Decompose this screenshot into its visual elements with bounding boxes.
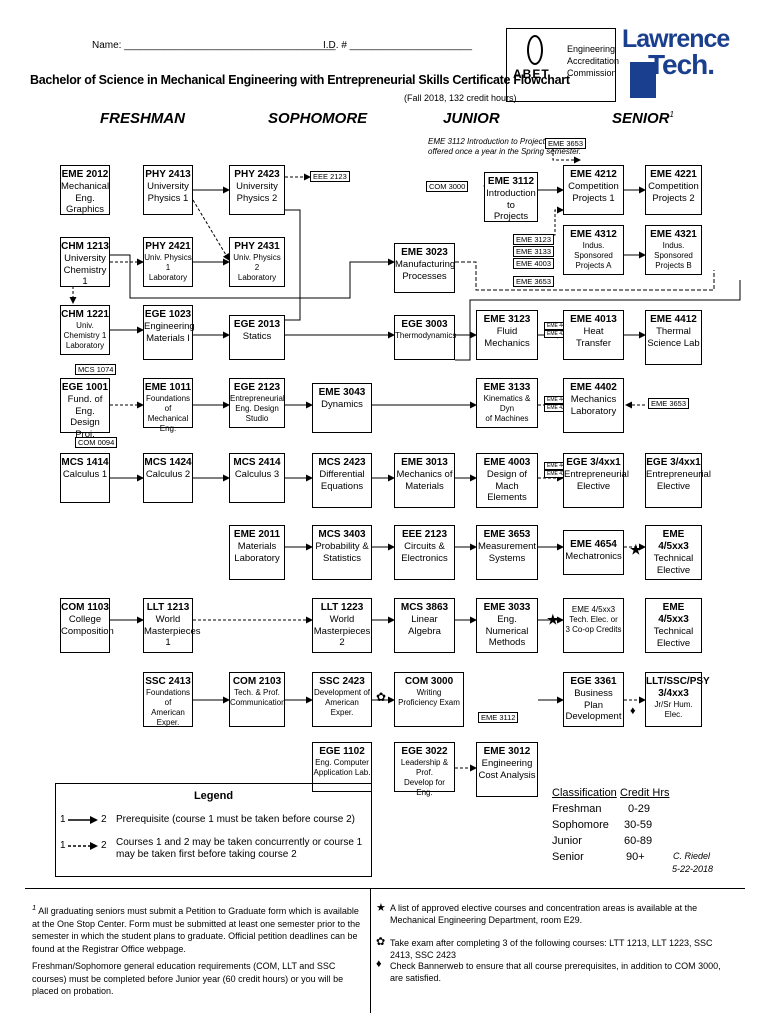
legend: Legend 1 2 Prerequisite (course 1 must b… [55, 783, 372, 877]
footer-note-gened: Freshman/Sophomore general education req… [32, 961, 344, 996]
abet-ring-icon [527, 35, 543, 65]
page-title: Bachelor of Science in Mechanical Engine… [30, 73, 570, 87]
footer-divider [370, 888, 371, 1013]
clover-icon: ✿ [376, 690, 387, 704]
tag-com0094: COM 0094 [75, 437, 118, 448]
tag-eme3653-note: EME 3653 [545, 138, 587, 149]
id-field[interactable]: I.D. # ______________________ [323, 40, 473, 51]
star-icon: ★ [630, 542, 642, 557]
tag-eme3653-b: EME 3653 [648, 398, 690, 409]
star-icon: ★ [376, 902, 386, 914]
star-icon: ★ [547, 612, 559, 627]
eme3112-note: EME 3112 Introduction to Projects is onl… [428, 137, 582, 156]
diamond-icon: ♦ [376, 958, 382, 970]
footer-rule [25, 888, 745, 889]
page-subtitle: (Fall 2018, 132 credit hours) [404, 93, 517, 103]
year-junior: JUNIOR [443, 110, 500, 127]
tag-eme3123: EME 3123 [513, 234, 555, 245]
tag-eme3653: EME 3653 [513, 276, 555, 287]
prereq-arrow-icon [68, 816, 98, 824]
tag-com3000: COM 3000 [426, 181, 469, 192]
year-freshman: FRESHMAN [100, 110, 185, 127]
year-senior: SENIOR1 [612, 110, 674, 127]
name-field[interactable]: Name: __________________________________… [92, 40, 336, 51]
footer-note-graduation: 1 All graduating seniors must submit a P… [32, 903, 361, 954]
tag-eme3112: EME 3112 [478, 712, 519, 723]
footer-note-bannerweb: Check Bannerweb to ensure that all cours… [390, 961, 721, 983]
tag-eme3133: EME 3133 [513, 246, 555, 257]
tag-mcs1074: MCS 1074 [75, 364, 117, 375]
tag-eee2123: EEE 2123 [310, 171, 350, 182]
concurrent-arrow-icon [68, 842, 98, 850]
lawrence-tech-logo: Lawrence Tech. [622, 26, 752, 106]
diamond-icon: ♦ [630, 705, 636, 717]
clover-icon: ✿ [376, 936, 386, 948]
year-sophomore: SOPHOMORE [268, 110, 368, 127]
footer-note-exam: Take exam after completing 3 of the foll… [390, 938, 713, 960]
footer-note-electives: A list of approved elective courses and … [390, 903, 698, 925]
abet-logo: ABET Engineering Accreditation Commissio… [506, 28, 619, 102]
tag-eme4003: EME 4003 [513, 258, 555, 269]
seal-icon [630, 62, 656, 98]
